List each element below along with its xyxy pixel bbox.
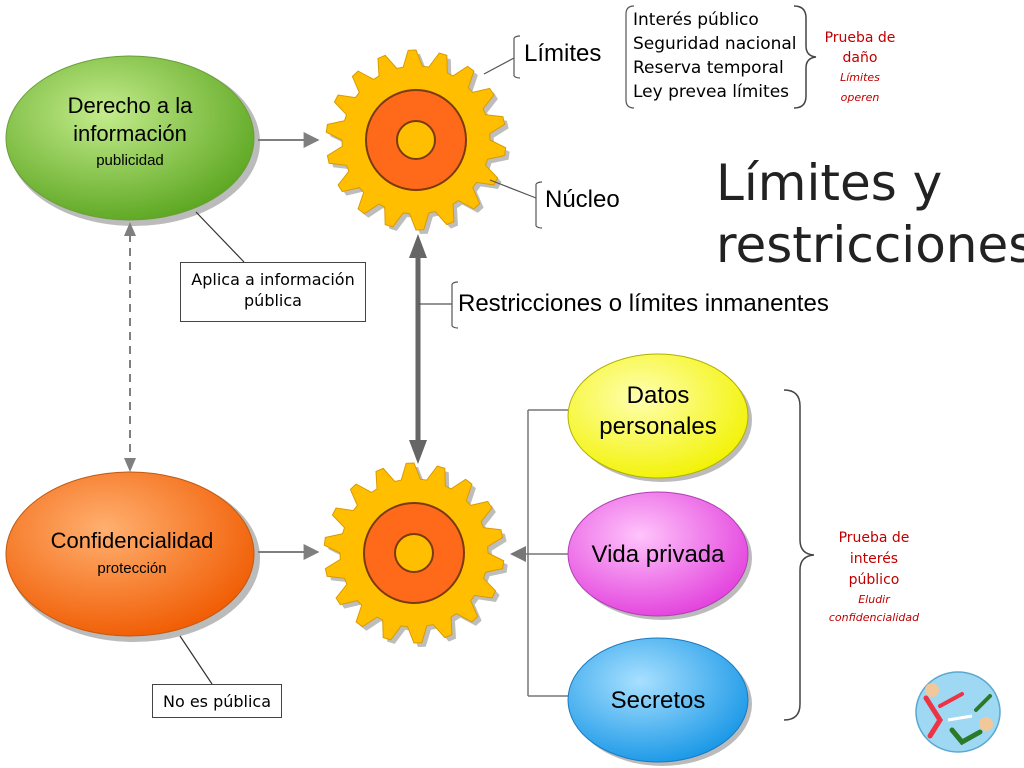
nucleo-label: Núcleo	[545, 186, 620, 213]
prueba-dano-note-line-2: operen	[840, 91, 880, 104]
slide-title: Límites y restricciones	[716, 152, 1024, 276]
vida-privada-text: Vida privada	[591, 541, 725, 568]
derecho-ellipse	[5, 55, 255, 221]
cartoon-figures-icon	[915, 671, 1001, 753]
prueba-interes-note-line-2: confidencialidad	[828, 611, 920, 624]
prueba-dano-note-line-1: Límites	[840, 71, 880, 84]
secretos-text: Secretos	[610, 687, 706, 714]
limit-item-interes-publico: Interés público	[633, 10, 759, 30]
limit-item-reserva-temporal: Reserva temporal	[633, 58, 784, 78]
bottom-gear-icon	[323, 462, 508, 647]
slide-title-line-1: Límites y	[716, 154, 943, 212]
top-gear-icon	[325, 49, 510, 234]
limit-item-seguridad-nacional: Seguridad nacional	[633, 34, 797, 54]
aplica-info-box: Aplica a información pública	[180, 262, 366, 322]
slide-title-line-2: restricciones	[716, 216, 1024, 274]
no-publica-text: No es pública	[162, 692, 272, 711]
prueba-dano-title-line-1: Prueba de	[824, 30, 896, 46]
prueba-interes-title-line-1: Prueba de	[838, 530, 910, 546]
restricciones-label: Restricciones o límites inmanentes	[458, 290, 829, 317]
confidencialidad-text: Confidencialidad protección	[14, 526, 250, 582]
derecho-text: Derecho a la información publicidad	[20, 92, 240, 172]
limits-list: Interés público Seguridad nacional Reser…	[633, 8, 797, 104]
aplica-info-line-1: Aplica a información	[191, 270, 355, 289]
datos-personales-line-1: Datos	[626, 382, 690, 409]
confidencialidad-subtitle: protección	[97, 560, 167, 577]
prueba-interes-title-line-2: interés	[849, 551, 899, 567]
prueba-dano-note: Prueba de daño Límites operen	[814, 28, 906, 108]
confidencialidad-title: Confidencialidad	[50, 528, 214, 553]
aplica-info-line-2: pública	[244, 291, 302, 310]
prueba-dano-title-line-2: daño	[842, 50, 878, 66]
derecho-subtitle: publicidad	[96, 152, 164, 169]
prueba-interes-title-line-3: público	[848, 572, 900, 588]
prueba-interes-note: Prueba de interés público Eludir confide…	[822, 528, 926, 627]
datos-personales-text: Datos personales	[568, 380, 748, 442]
prueba-interes-note-line-1: Eludir	[858, 593, 890, 606]
limit-item-ley-prevea: Ley prevea límites	[633, 82, 790, 102]
datos-personales-ellipse	[567, 353, 749, 479]
datos-personales-line-2: personales	[599, 413, 717, 440]
no-publica-box: No es pública	[152, 684, 282, 718]
secretos-ellipse	[567, 637, 749, 763]
derecho-title-line-2: información	[73, 121, 187, 146]
derecho-title-line-1: Derecho a la	[67, 93, 193, 118]
limites-label: Límites	[524, 40, 602, 67]
